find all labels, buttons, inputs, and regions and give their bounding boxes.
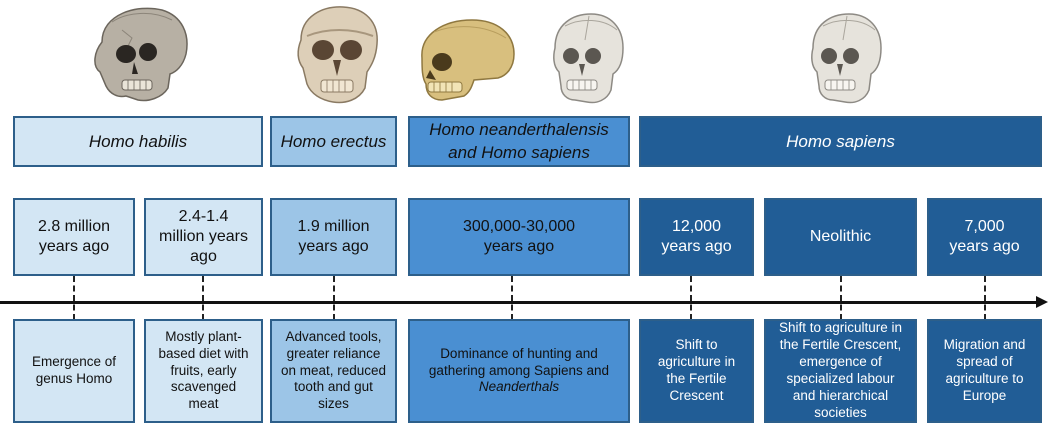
- event-line: tooth and gut: [294, 379, 373, 396]
- date-box: 7,000 years ago: [927, 198, 1042, 276]
- event-line: gathering among Sapiens and: [429, 363, 609, 380]
- date-line: million years: [159, 227, 248, 247]
- timeline-connector: [73, 276, 75, 320]
- event-line: Neanderthals: [479, 379, 559, 396]
- event-line: on meat, reduced: [281, 363, 386, 380]
- event-line: Mostly plant-: [165, 329, 242, 346]
- event-line: genus Homo: [36, 371, 113, 388]
- event-line: spread of: [956, 354, 1012, 371]
- event-line: Emergence of: [32, 354, 116, 371]
- timeline-axis: [0, 301, 1040, 304]
- date-line: 2.4-1.4: [179, 207, 229, 227]
- event-description: Migration and spread of agriculture to E…: [927, 319, 1042, 423]
- event-line: societies: [814, 405, 867, 422]
- event-description: Mostly plant- based diet with fruits, ea…: [144, 319, 263, 423]
- timeline-connector: [202, 276, 204, 320]
- date-line: 2.8 million: [38, 217, 110, 237]
- event-line: and hierarchical: [793, 388, 888, 405]
- event-line: Dominance of hunting and: [440, 346, 598, 363]
- date-line: Neolithic: [810, 227, 871, 247]
- event-description: Shift to agriculture in the Fertile Cres…: [764, 319, 917, 423]
- event-line: Crescent: [669, 388, 723, 405]
- timeline-connector: [984, 276, 986, 320]
- date-box: 2.4-1.4 million years ago: [144, 198, 263, 276]
- event-line: the Fertile: [666, 371, 726, 388]
- event-line: Migration and: [944, 337, 1026, 354]
- event-line: Europe: [963, 388, 1007, 405]
- date-box: 2.8 million years ago: [13, 198, 135, 276]
- date-line: years ago: [298, 237, 368, 257]
- date-box: 1.9 million years ago: [270, 198, 397, 276]
- event-line: Shift to agriculture in: [779, 320, 902, 337]
- event-line: meat: [188, 396, 218, 413]
- timeline-connector: [690, 276, 692, 320]
- event-line: agriculture in: [658, 354, 735, 371]
- date-box: 300,000-30,000 years ago: [408, 198, 630, 276]
- event-description: Emergence of genus Homo: [13, 319, 135, 423]
- event-line: emergence of: [799, 354, 882, 371]
- event-line: specialized labour: [786, 371, 894, 388]
- date-line: 12,000: [672, 217, 721, 237]
- event-line: greater reliance: [287, 346, 381, 363]
- event-line: based diet with: [158, 346, 248, 363]
- timeline-connector: [333, 276, 335, 320]
- species-label: Homo erectus: [281, 131, 387, 152]
- event-line: Advanced tools,: [285, 329, 381, 346]
- date-box: 12,000 years ago: [639, 198, 754, 276]
- event-line: fruits, early: [170, 363, 236, 380]
- date-line: years ago: [39, 237, 109, 257]
- homo-sapiens-skull-image: [803, 10, 885, 106]
- homo-sapiens-skull-image: [545, 10, 627, 106]
- event-description: Advanced tools, greater reliance on meat…: [270, 319, 397, 423]
- date-line: 300,000-30,000: [463, 217, 575, 237]
- species-label: Homo sapiens: [786, 131, 895, 152]
- homo-habilis-skull-image: [82, 2, 192, 104]
- timeline-connector: [840, 276, 842, 320]
- species-label-line: and Homo sapiens: [448, 142, 590, 164]
- event-line: sizes: [318, 396, 349, 413]
- neanderthal-skull-image: [414, 14, 518, 104]
- date-line: years ago: [484, 237, 554, 257]
- date-line: years ago: [661, 237, 731, 257]
- event-line: scavenged: [171, 379, 236, 396]
- event-line: the Fertile Crescent,: [780, 337, 902, 354]
- event-line: agriculture to: [945, 371, 1023, 388]
- species-homo-erectus: Homo erectus: [270, 116, 397, 167]
- event-description: Dominance of hunting and gathering among…: [408, 319, 630, 423]
- date-line: years ago: [949, 237, 1019, 257]
- date-line: 7,000: [964, 217, 1004, 237]
- date-line: ago: [190, 247, 217, 267]
- species-label-line: Homo neanderthalensis: [429, 119, 609, 141]
- timeline-connector: [511, 276, 513, 320]
- event-description: Shift to agriculture in the Fertile Cres…: [639, 319, 754, 423]
- event-line: Shift to: [675, 337, 717, 354]
- date-line: 1.9 million: [297, 217, 369, 237]
- species-homo-sapiens: Homo sapiens: [639, 116, 1042, 167]
- arrow-right-icon: [1036, 296, 1048, 308]
- species-homo-habilis: Homo habilis: [13, 116, 263, 167]
- date-box: Neolithic: [764, 198, 917, 276]
- species-homo-neanderthalensis-and-sapiens: Homo neanderthalensis and Homo sapiens: [408, 116, 630, 167]
- homo-erectus-skull-image: [287, 2, 383, 106]
- species-label: Homo habilis: [89, 131, 187, 152]
